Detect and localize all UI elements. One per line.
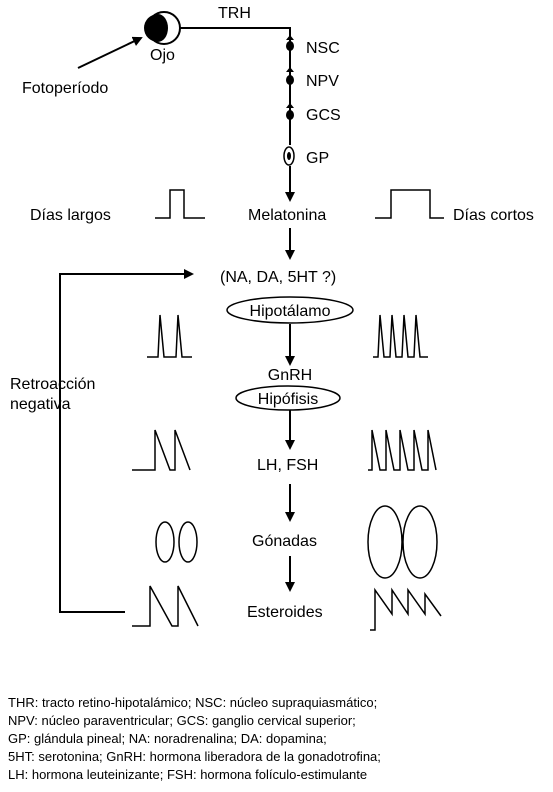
long-day-pulse — [155, 189, 205, 219]
hipotalamo-ellipse — [226, 296, 354, 324]
nsc-node-icon — [286, 35, 294, 51]
short-day-steroid-waves — [370, 587, 442, 631]
short-day-lh-waves — [368, 429, 437, 471]
retroaccion-label: Retroacción — [10, 376, 95, 393]
dias-largos-label: Días largos — [30, 207, 111, 224]
npv-node-icon — [286, 67, 294, 85]
eye-icon — [144, 11, 181, 45]
caption-line: LH: hormona leuteinizante; FSH: hormona … — [8, 767, 367, 782]
gnrh-label: GnRH — [268, 367, 312, 384]
negativa-label: negativa — [10, 396, 71, 413]
fotoperiodo-label: Fotoperíodo — [22, 80, 108, 97]
photoperiod-arrow — [77, 36, 143, 69]
caption-line: 5HT: serotonina; GnRH: hormona liberador… — [8, 749, 381, 764]
trh-label: TRH — [218, 5, 251, 22]
short-day-gnrh-pulses — [373, 314, 428, 358]
esteroides-label: Esteroides — [247, 604, 323, 621]
ojo-label: Ojo — [150, 47, 175, 64]
caption-line: GP: glándula pineal; NA: noradrenalina; … — [8, 731, 327, 746]
short-day-pulse — [375, 189, 444, 219]
gcs-node-icon — [286, 103, 294, 120]
long-day-gnrh-pulses — [147, 314, 192, 358]
long-day-steroid-waves — [132, 585, 199, 627]
dias-cortos-label: Días cortos — [453, 207, 534, 224]
npv-label: NPV — [306, 73, 339, 90]
short-day-gonad-left — [367, 505, 403, 579]
nsc-label: NSC — [306, 40, 340, 57]
melatonina-label: Melatonina — [248, 207, 326, 224]
pineal-gland-icon — [283, 146, 295, 166]
neurotransmitters-label: (NA, DA, 5HT ?) — [220, 269, 336, 286]
hipofisis-label: Hipófisis — [258, 391, 318, 408]
gonadas-label: Gónadas — [252, 533, 317, 550]
feedback-loop-line — [59, 269, 194, 613]
caption: THR: tracto retino-hipotalámico; NSC: nú… — [8, 695, 381, 782]
hipotalamo-label: Hipotálamo — [250, 303, 331, 320]
short-day-gonad-right — [402, 505, 438, 579]
lh-fsh-label: LH, FSH — [257, 457, 318, 474]
caption-line: THR: tracto retino-hipotalámico; NSC: nú… — [8, 695, 377, 710]
gp-label: GP — [306, 150, 329, 167]
long-day-lh-waves — [132, 429, 191, 471]
long-day-gonad-left — [155, 521, 175, 563]
hipofisis-ellipse — [235, 385, 341, 411]
gcs-label: GCS — [306, 107, 341, 124]
caption-line: NPV: núcleo paraventricular; GCS: gangli… — [8, 713, 356, 728]
long-day-gonad-right — [178, 521, 198, 563]
